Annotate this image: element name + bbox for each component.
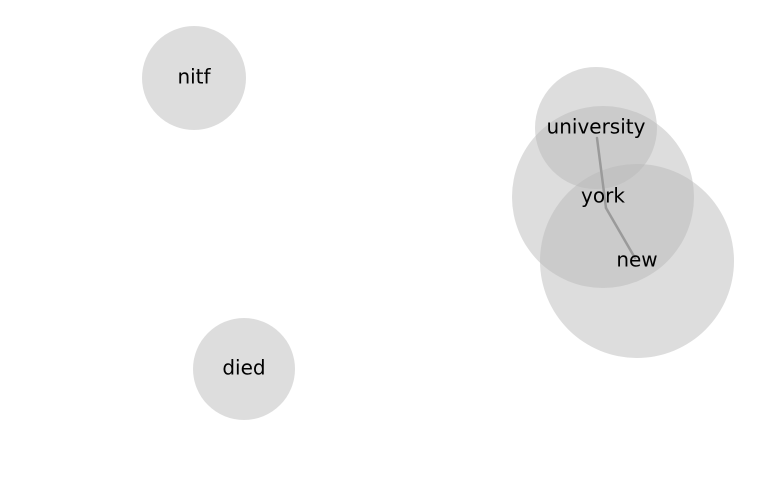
edge-university-york xyxy=(595,136,608,210)
node-circles xyxy=(142,26,734,420)
node-label-nitf: nitf xyxy=(177,65,211,89)
node-circle-new xyxy=(540,164,734,358)
node-circle-university xyxy=(535,67,657,189)
node-circle-york xyxy=(512,106,694,288)
node-label-died: died xyxy=(222,356,265,380)
node-label-new: new xyxy=(616,248,657,272)
node-circle-nitf xyxy=(142,26,246,130)
edge-york-new xyxy=(604,206,637,260)
node-label-university: university xyxy=(547,115,646,139)
node-circle-died xyxy=(193,318,295,420)
node-label-york: york xyxy=(581,184,625,208)
node-labels: nitf died university york new xyxy=(177,65,657,380)
edges xyxy=(595,136,637,260)
